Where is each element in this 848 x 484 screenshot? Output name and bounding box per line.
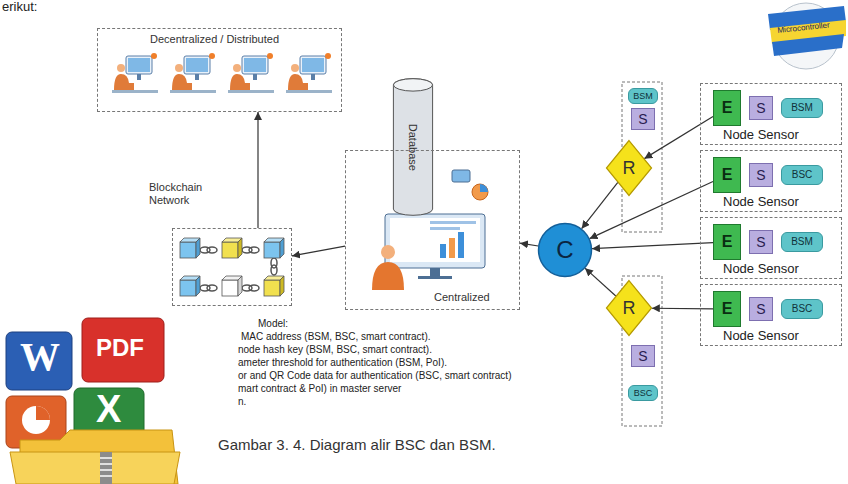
module-label: BSM: [791, 236, 813, 248]
s-module-box: S: [749, 163, 773, 187]
badge-text: Microcontroller: [777, 21, 830, 36]
flow-arrow: [257, 112, 258, 228]
node-sensor-box: Node Sensor E S BSM: [700, 83, 842, 145]
node-letter: S: [756, 301, 765, 317]
computer-icon: [228, 53, 274, 93]
protocol-badge: BSC: [781, 165, 823, 185]
office-files-icon: [6, 318, 180, 484]
model-note: node hash key (BSM, BSC, smart contract)…: [238, 344, 432, 356]
bsc-badge: BSC: [628, 385, 658, 401]
pdf-icon-text: PDF: [96, 334, 144, 362]
model-note: n.: [238, 396, 246, 408]
model-note: ameter threshold for authentication (BSM…: [238, 357, 447, 369]
e-module-box: E: [713, 291, 741, 327]
sensor-box: S: [631, 108, 655, 130]
block-cube: [222, 276, 242, 296]
s-module-box: S: [749, 230, 773, 254]
group-title: Decentralized / Distributed: [150, 33, 279, 46]
model-note: or and QR Code data for authentication (…: [238, 370, 511, 382]
computer-icon: [112, 53, 158, 93]
model-note: MAC address (BSM, BSC, smart contract).: [241, 331, 431, 343]
flow-arrow: [585, 268, 616, 296]
s-module-box: S: [749, 96, 773, 120]
node-sensor-box: Node Sensor E S BSM: [700, 217, 842, 279]
computer-icon: [170, 53, 216, 93]
node-sensor-box: Node Sensor E S BSC: [700, 284, 842, 346]
module-label: BSC: [634, 388, 653, 398]
blockchain-network: Blockchain Network: [172, 228, 292, 306]
node-letter: E: [722, 300, 733, 318]
s-module-box: S: [749, 297, 773, 321]
flow-arrow: [590, 181, 713, 238]
node-letter: S: [638, 348, 647, 364]
block-cube: [222, 238, 242, 258]
module-label: BSC: [792, 303, 813, 315]
block-cube: [264, 276, 284, 296]
module-label: BSC: [792, 169, 813, 181]
bsm-badge: BSM: [628, 88, 658, 104]
flow-arrow: [520, 243, 538, 246]
node-letter: C: [556, 236, 573, 264]
module-label: BSM: [633, 91, 653, 101]
excel-icon-letter: X: [96, 388, 121, 432]
block-cube: [180, 238, 200, 258]
node-sensor-box: Node Sensor E S BSC: [700, 150, 842, 212]
sensor-label: Node Sensor: [723, 329, 799, 344]
protocol-badge: BSC: [781, 299, 823, 319]
node-letter: S: [756, 100, 765, 116]
sensor-label: Node Sensor: [723, 128, 799, 143]
protocol-badge: BSM: [781, 232, 823, 252]
model-note: Model:: [258, 318, 288, 330]
word-icon-letter: W: [20, 334, 60, 380]
router-diamond: R: [606, 280, 652, 336]
node-letter: E: [722, 233, 733, 251]
centralized-server: Centralized: [345, 150, 520, 310]
flow-arrow: [582, 182, 618, 228]
flow-arrow: [652, 308, 713, 310]
figure-caption: Gambar 3. 4. Diagram alir BSC dan BSM.: [218, 436, 496, 453]
node-letter: R: [623, 158, 636, 179]
block-cube: [264, 238, 284, 258]
cut-text: erikut:: [2, 0, 37, 15]
node-letter: E: [722, 166, 733, 184]
group-outlines: [622, 82, 662, 426]
computer-icon: [286, 53, 332, 93]
model-note: mart contract & PoI) in master server: [238, 383, 401, 395]
module-label: BSM: [791, 102, 813, 114]
node-letter: R: [623, 298, 636, 319]
e-module-box: E: [713, 90, 741, 126]
server-label: Centralized: [434, 291, 490, 304]
node-letter: S: [638, 111, 647, 127]
sensor-label: Node Sensor: [723, 195, 799, 210]
block-cube: [180, 276, 200, 296]
database-cylinder: Database: [393, 78, 433, 216]
router-diamond: R: [606, 140, 652, 196]
protocol-badge: BSM: [781, 98, 823, 118]
decentralized-group: Decentralized / Distributed: [97, 28, 342, 112]
e-module-box: E: [713, 224, 741, 260]
network-label: Blockchain Network: [149, 181, 219, 206]
sensor-box: S: [631, 345, 655, 367]
e-module-box: E: [713, 157, 741, 193]
flow-arrow: [292, 246, 345, 256]
database-label: Database: [407, 123, 420, 170]
node-letter: S: [756, 167, 765, 183]
flow-arrow: [592, 243, 713, 249]
node-letter: S: [756, 234, 765, 250]
sensor-label: Node Sensor: [723, 262, 799, 277]
badge-emblem: [768, 3, 846, 69]
node-letter: E: [722, 99, 733, 117]
coordinator-circle: C: [538, 223, 592, 277]
